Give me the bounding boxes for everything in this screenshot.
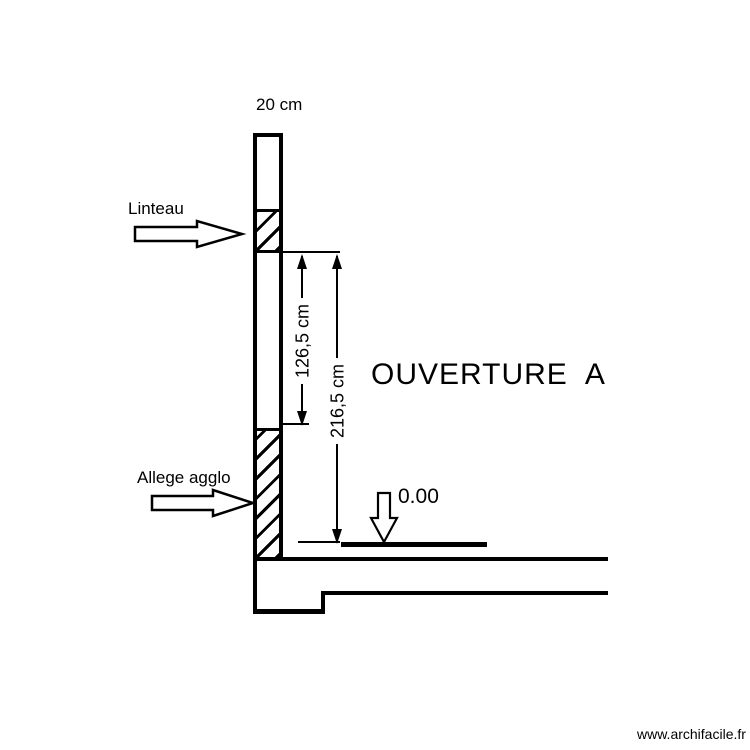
dim2-down-arrowhead-icon — [332, 529, 342, 544]
dim1-down-arrowhead-icon — [297, 411, 307, 426]
watermark-text: www.archifacile.fr — [637, 726, 746, 742]
dim1-up-arrowhead-icon — [297, 254, 307, 269]
allege-label: Allege agglo — [137, 468, 231, 487]
allege-pointer-arrow-icon — [150, 488, 258, 518]
wall-top-cap-line — [253, 133, 283, 137]
floor-top-line — [253, 557, 608, 561]
level-marker-arrow-icon — [369, 491, 399, 545]
dimension-extension-bottom-line — [298, 541, 340, 543]
opening-title: OUVERTURE A — [371, 358, 606, 391]
linteau-hatch-fill — [257, 212, 279, 250]
slab-bottom-line — [323, 591, 608, 595]
wall-width-label: 20 cm — [256, 95, 303, 114]
level-value-label: 0.00 — [398, 485, 439, 508]
linteau-top-line — [253, 209, 283, 212]
wall-left-edge-line — [253, 133, 257, 612]
dim2-up-arrowhead-icon — [332, 254, 342, 269]
dimension-total-height-label: 216,5 cm — [327, 357, 349, 445]
linteau-pointer-arrow-icon — [133, 219, 247, 249]
allege-top-line — [253, 428, 283, 431]
dimension-extension-top-line — [283, 251, 340, 253]
dimension-opening-height-label: 126,5 cm — [292, 297, 314, 385]
linteau-label: Linteau — [128, 199, 184, 218]
wall-right-edge-line — [279, 133, 283, 561]
footing-right-edge-line — [321, 591, 325, 613]
floor-level-line — [341, 542, 487, 547]
footing-bottom-line — [253, 609, 325, 614]
dimension-extension-mid-line — [283, 423, 309, 425]
linteau-bottom-line — [253, 250, 283, 253]
allege-hatch-fill — [257, 431, 279, 557]
